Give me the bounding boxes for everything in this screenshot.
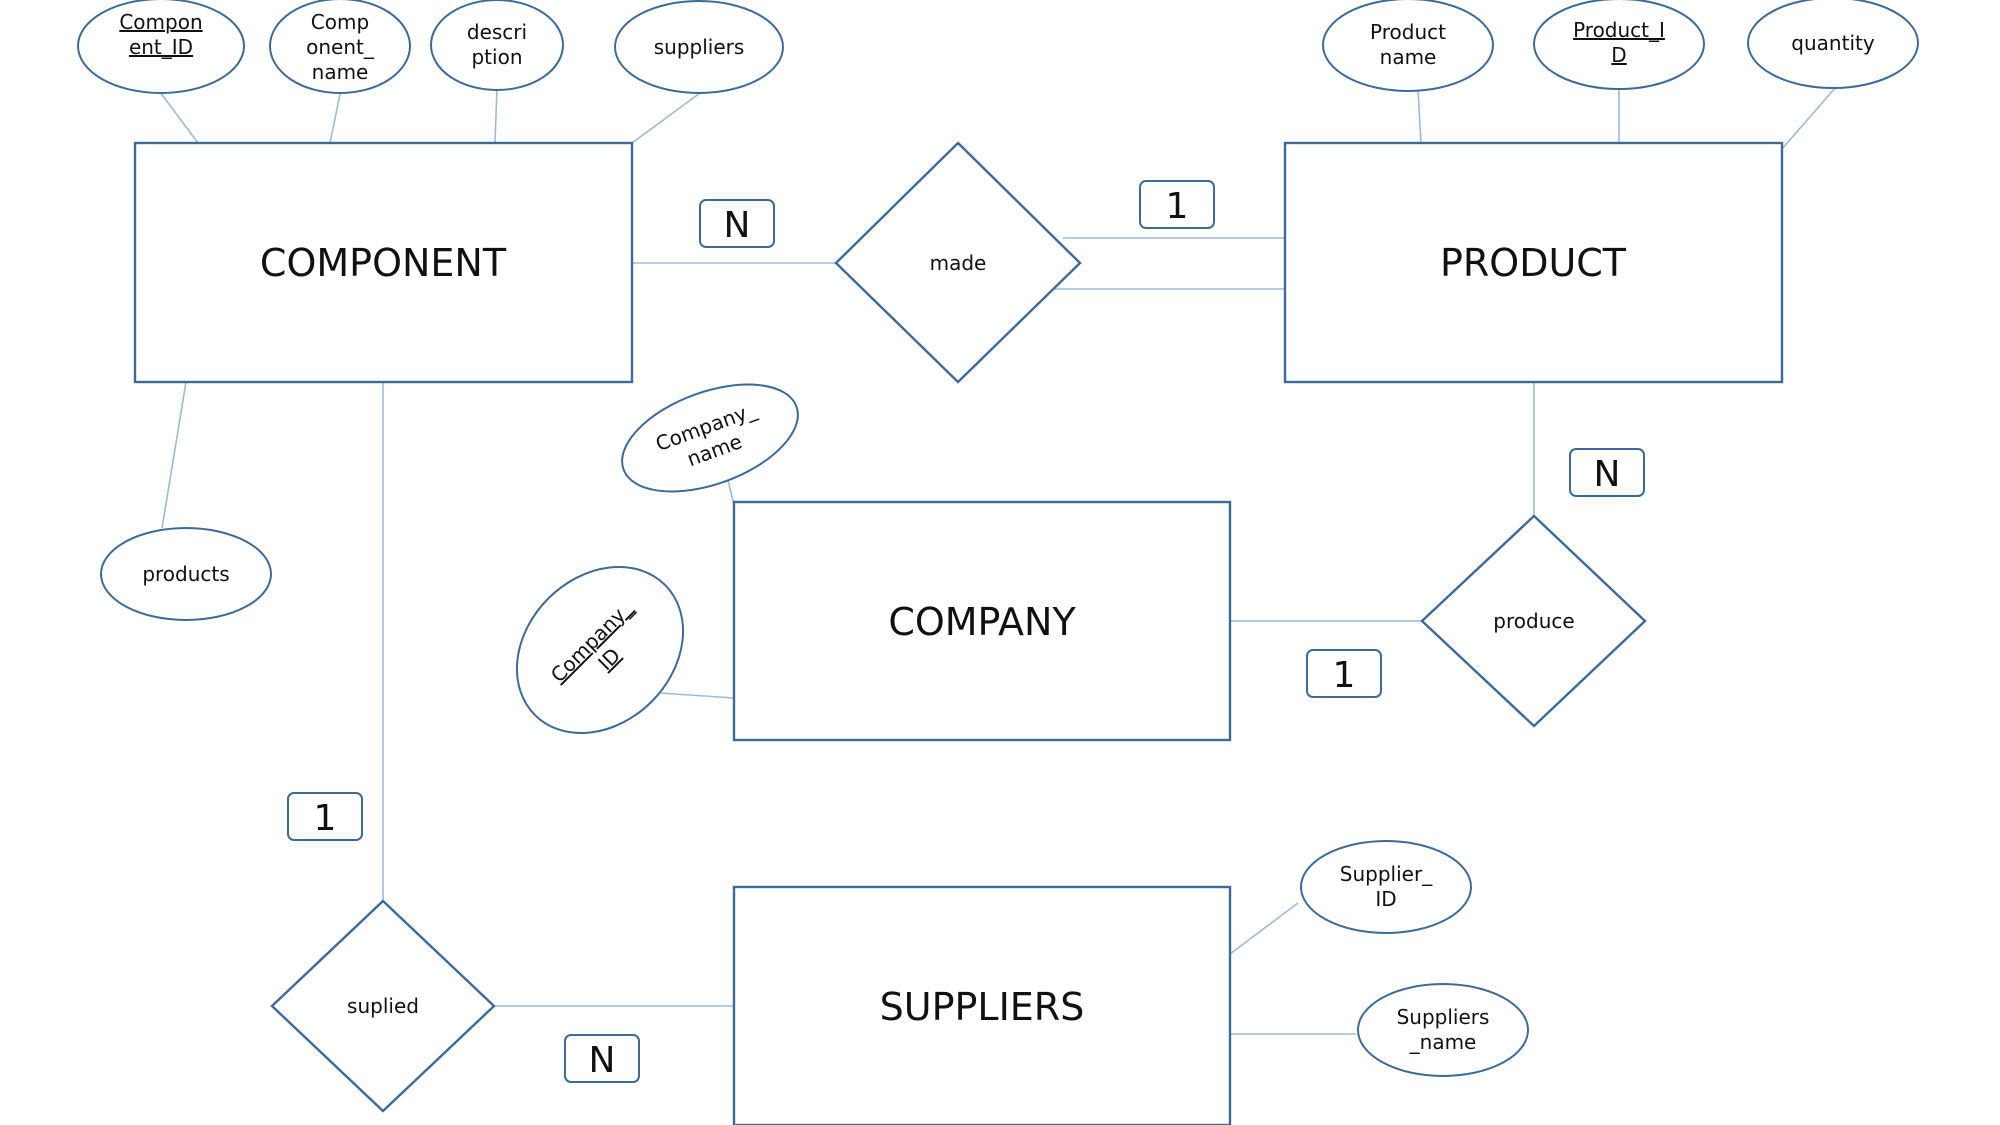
entity-suppliers-label: SUPPLIERS <box>880 985 1085 1029</box>
cardinality-component-suplied-box <box>287 792 363 841</box>
line-supplier-id <box>1229 902 1299 955</box>
cardinality-component-suplied: 1 <box>287 792 363 841</box>
entity-suppliers: SUPPLIERS <box>732 885 1232 1125</box>
entity-product: PRODUCT <box>1283 141 1784 384</box>
cardinality-company-produce-label: 1 <box>1333 655 1356 696</box>
relationship-suplied-diamond <box>270 899 496 1113</box>
entity-component-label: COMPONENT <box>260 241 507 285</box>
attribute-product-id-ellipse <box>1533 0 1705 90</box>
attribute-component-id: Compon ent_ID <box>77 0 245 94</box>
attribute-component-name-label-3: name <box>312 60 369 84</box>
attribute-description: descri ption <box>430 0 564 91</box>
line-suppliers-attr <box>631 92 701 144</box>
entity-component: COMPONENT <box>133 141 634 384</box>
attribute-supplier-id-label-1: Supplier_ <box>1340 862 1433 886</box>
cardinality-component-made-label: N <box>724 205 751 246</box>
relationship-suplied: suplied <box>270 899 496 1113</box>
attribute-product-name-ellipse <box>1322 0 1494 92</box>
attribute-product-name-label-2: name <box>1380 45 1437 69</box>
attribute-product-id-label-1: Product_I <box>1573 18 1665 42</box>
attribute-component-name: Comp onent_ name <box>269 0 411 94</box>
cardinality-suplied-suppliers-box <box>564 1034 640 1083</box>
cardinality-component-made-box <box>699 199 775 248</box>
attribute-description-ellipse <box>430 0 564 91</box>
attribute-component-name-label-2: onent_ <box>306 35 375 59</box>
attribute-company-name: Company_ name <box>621 383 799 493</box>
cardinality-component-suplied-label: 1 <box>314 798 337 839</box>
cardinality-suplied-suppliers-label: N <box>589 1040 616 1081</box>
line-description <box>494 87 498 144</box>
relationship-made-diamond <box>834 141 1082 384</box>
attribute-component-id-label-2: ent_ID <box>129 35 193 59</box>
cardinality-suplied-suppliers: N <box>564 1034 640 1083</box>
attribute-company-id: Company_ ID <box>515 565 685 735</box>
attribute-quantity: quantity <box>1747 0 1919 89</box>
cardinality-company-produce-box <box>1306 649 1382 698</box>
attribute-component-id-ellipse <box>77 0 245 94</box>
line-quantity <box>1780 86 1837 151</box>
attribute-product-id-label-2: D <box>1611 43 1626 67</box>
attribute-products: products <box>100 527 272 621</box>
entity-component-box <box>133 141 634 384</box>
attribute-suppliers-ellipse <box>614 0 784 94</box>
attribute-company-id-ellipse <box>515 565 685 735</box>
relationship-suplied-label: suplied <box>347 994 419 1018</box>
attribute-suppliers-name-ellipse <box>1357 983 1529 1077</box>
cardinality-component-made: N <box>699 199 775 248</box>
relationship-made-label: made <box>930 251 987 275</box>
entity-product-label: PRODUCT <box>1440 241 1627 285</box>
relationship-made: made <box>834 141 1082 384</box>
cardinality-product-produce: N <box>1569 448 1645 497</box>
connector-lines <box>159 86 1837 1035</box>
attribute-product-name: Product name <box>1322 0 1494 92</box>
attribute-products-ellipse <box>100 527 272 621</box>
attribute-supplier-id-label-2: ID <box>1375 887 1396 911</box>
line-products-attr <box>161 381 187 529</box>
attribute-suppliers-name-label-2: _name <box>1409 1030 1477 1054</box>
cardinality-product-produce-box <box>1569 448 1645 497</box>
cardinality-made-product-label: 1 <box>1166 186 1189 227</box>
attribute-suppliers: suppliers <box>614 0 784 94</box>
attribute-supplier-id: Supplier_ ID <box>1300 840 1472 934</box>
relationship-produce-label: produce <box>1493 609 1574 633</box>
cardinality-made-product: 1 <box>1139 180 1215 229</box>
attribute-quantity-ellipse <box>1747 0 1919 89</box>
attribute-suppliers-name-label-1: Suppliers <box>1397 1005 1490 1029</box>
entity-product-box <box>1283 141 1784 384</box>
line-component-id <box>159 91 199 144</box>
attribute-suppliers-label: suppliers <box>654 35 745 59</box>
relationship-produce: produce <box>1420 514 1647 728</box>
attribute-supplier-id-ellipse <box>1300 840 1472 934</box>
attribute-product-id: Product_I D <box>1533 0 1705 90</box>
attribute-component-name-ellipse <box>269 0 411 94</box>
attribute-quantity-label: quantity <box>1791 31 1875 55</box>
entity-company-box <box>732 500 1232 742</box>
entity-company: COMPANY <box>732 500 1232 742</box>
cardinality-product-produce-label: N <box>1594 454 1621 495</box>
attribute-products-label: products <box>142 562 229 586</box>
entity-company-label: COMPANY <box>888 600 1076 644</box>
attribute-company-name-ellipse <box>621 383 799 493</box>
attribute-description-label-1: descri <box>467 20 527 44</box>
attribute-product-name-label-1: Product <box>1370 20 1446 44</box>
cardinality-made-product-box <box>1139 180 1215 229</box>
line-component-name <box>329 93 341 144</box>
attribute-suppliers-name: Suppliers _name <box>1357 983 1529 1077</box>
attribute-description-label-2: ption <box>471 45 522 69</box>
attribute-component-id-label-1: Compon <box>119 10 202 34</box>
relationship-produce-diamond <box>1420 514 1647 728</box>
attribute-component-name-label-1: Comp <box>311 10 369 34</box>
entity-suppliers-box <box>732 885 1232 1125</box>
cardinality-company-produce: 1 <box>1306 649 1382 698</box>
line-product-name <box>1417 89 1422 144</box>
